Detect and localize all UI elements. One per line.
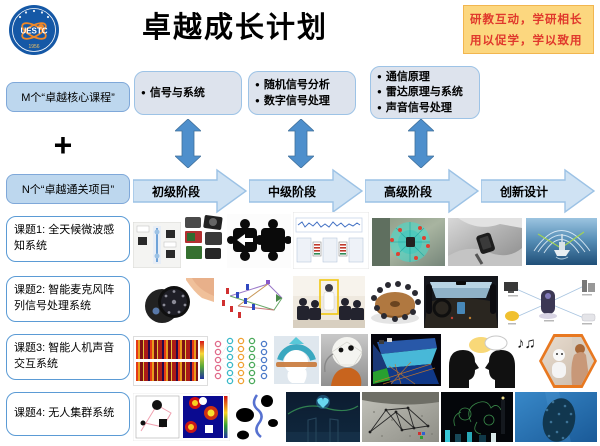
music-notes-icon: ♪♫ — [517, 335, 536, 352]
thumb-car-interior — [424, 276, 498, 328]
slogan-line-1: 研教互动，学研相长 — [470, 14, 583, 26]
stage-arrow-2: 中级阶段 — [248, 168, 364, 214]
thumb-wrist-radar-device — [448, 218, 522, 266]
double-arrow-icon — [406, 118, 436, 173]
uestc-logo: UESTC 1956 — [8, 4, 60, 56]
page-title: 卓越成长计划 — [141, 12, 328, 44]
double-arrow-icon — [286, 118, 316, 173]
stage-label: 高级阶段 — [383, 184, 432, 199]
svg-text:UESTC: UESTC — [20, 27, 47, 36]
thumb-neural-network — [210, 334, 272, 388]
bullet-icon: ● — [255, 95, 260, 105]
thumb-traffic-radar-overlay — [372, 218, 445, 266]
thumb-helmet-wearer — [321, 334, 368, 386]
thumb-drone-lightshow-heart — [286, 392, 360, 442]
course-box-1: ●信号与系统 — [134, 71, 242, 115]
thumb-dialogue-heads: ♪♫ — [443, 334, 537, 388]
course-item: 通信原理 — [385, 71, 430, 84]
double-arrow-icon — [173, 118, 203, 173]
course-item: 雷达原理与系统 — [385, 86, 463, 99]
thumb-smart-home-diagram — [500, 278, 597, 328]
thumb-path-planning-plots — [133, 393, 230, 441]
thumb-radar-module-diagram — [133, 222, 181, 268]
thumb-array-geometry-diagram — [216, 276, 290, 328]
gate-projects-label: N个“卓越通关项目” — [21, 184, 115, 196]
project-label-4: 课题4: 无人集群系统 — [6, 392, 130, 436]
thumb-meeting-room-photo — [293, 276, 365, 328]
course-box-2: ●随机信号分析 ●数字信号处理 — [248, 71, 356, 115]
slogan-box: 研教互动，学研相长 用以促学，学以致用 — [463, 5, 594, 54]
course-item: 声音信号处理 — [385, 101, 452, 114]
thumb-puzzle-pieces — [227, 214, 291, 268]
thumb-spectrogram — [133, 336, 208, 386]
bullet-icon: ● — [377, 102, 382, 112]
thumb-head-brain-icon — [274, 336, 319, 384]
thumb-conference-table — [368, 276, 422, 328]
uestc-logo-icon: UESTC 1956 — [9, 5, 59, 55]
course-box-3: ●通信原理 ●雷达原理与系统 ●声音信号处理 — [370, 66, 480, 119]
thumb-radar-sensor-boards — [182, 214, 226, 266]
thumb-robot-hexagon — [539, 334, 597, 388]
thumb-ship-radar — [526, 218, 597, 265]
core-courses-label: M个“卓越核心课程” — [21, 92, 115, 104]
stage-label: 创新设计 — [499, 184, 548, 199]
stage-arrow-4: 创新设计 — [480, 168, 596, 214]
project-label-1: 课题1: 全天候微波感知系统 — [6, 216, 130, 262]
course-item: 随机信号分析 — [263, 79, 330, 92]
colorbar — [200, 341, 204, 379]
svg-text:1956: 1956 — [28, 44, 39, 50]
bullet-icon: ● — [141, 87, 146, 97]
thumb-fish-swarm — [515, 392, 597, 442]
course-item: 数字信号处理 — [263, 94, 330, 107]
thumb-terrain-network — [362, 392, 439, 442]
stage-arrow-1: 初级阶段 — [132, 168, 248, 214]
thumb-signal-waveform-chart — [293, 212, 369, 269]
thumb-3d-room-scan — [371, 334, 441, 386]
course-item: 信号与系统 — [149, 86, 205, 99]
thumb-city-drone-show — [441, 392, 513, 442]
slogan-line-2: 用以促学，学以致用 — [470, 35, 583, 47]
bullet-icon: ● — [255, 80, 260, 90]
stage-label: 中级阶段 — [267, 184, 316, 199]
bullet-icon: ● — [377, 72, 382, 82]
thumb-mic-array-pcb — [136, 278, 214, 326]
plus-sign: + — [53, 127, 73, 163]
stage-arrow-3: 高级阶段 — [364, 168, 480, 214]
stage-label: 初级阶段 — [151, 184, 200, 199]
core-courses-box: M个“卓越核心课程” — [6, 82, 130, 112]
gate-projects-box: N个“卓越通关项目” — [6, 174, 130, 204]
thumb-obstacle-path — [233, 393, 284, 441]
project-label-2: 课题2: 智能麦克风阵列信号处理系统 — [6, 276, 130, 322]
bullet-icon: ● — [377, 87, 382, 97]
project-label-3: 课题3: 智能人机声音交互系统 — [6, 334, 130, 380]
